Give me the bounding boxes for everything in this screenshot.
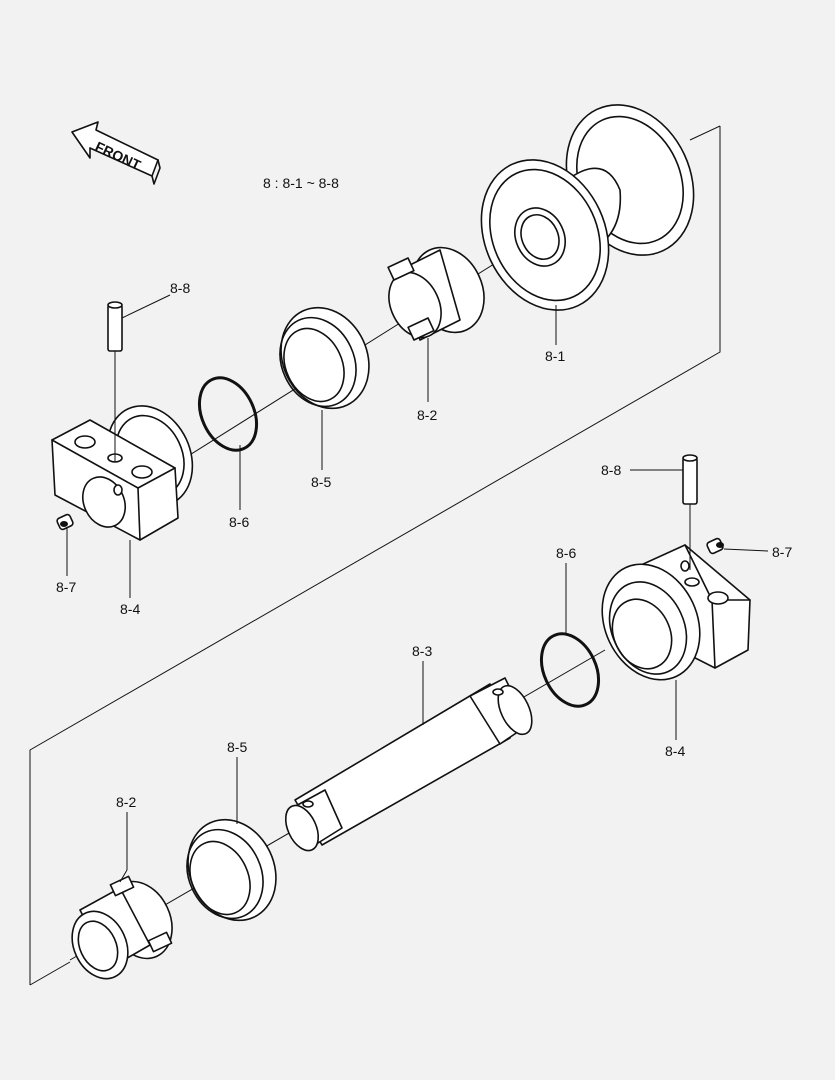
label-8-6-top: 8-6 [229, 514, 249, 530]
label-8-2-bottom: 8-2 [116, 794, 136, 810]
label-8-4-left: 8-4 [120, 601, 140, 617]
collar-part [601, 544, 751, 681]
pin-part [107, 301, 123, 462]
parts-range-legend: 8 : 8-1 ~ 8-8 [263, 175, 339, 191]
o-ring-part [539, 632, 601, 708]
label-8-8-top: 8-8 [170, 280, 190, 296]
front-arrow-icon: FRONT [71, 121, 161, 185]
collar-part [51, 405, 194, 541]
label-8-8-right: 8-8 [601, 462, 621, 478]
label-8-1: 8-1 [545, 348, 565, 364]
label-8-7-right: 8-7 [772, 544, 792, 560]
part-labels: 8-8 8-1 8-2 8-5 8-6 8-7 8-4 8-8 8-6 8-7 … [56, 280, 792, 810]
o-ring-part [197, 376, 259, 452]
label-8-6-right: 8-6 [556, 545, 576, 561]
leader-lines [66, 294, 769, 883]
bushing-part [387, 246, 485, 341]
shaft-part [284, 677, 533, 852]
plug-part [706, 537, 724, 555]
track-roller-part [480, 104, 695, 311]
label-8-5-bottom: 8-5 [227, 739, 247, 755]
bushing-part [71, 875, 173, 980]
floating-seal-part [279, 306, 370, 410]
floating-seal-part [186, 818, 277, 922]
plug-part [56, 513, 74, 531]
pin-part [682, 454, 698, 570]
label-8-7-left: 8-7 [56, 579, 76, 595]
label-8-2-top: 8-2 [417, 407, 437, 423]
label-8-3: 8-3 [412, 643, 432, 659]
label-8-5-top: 8-5 [311, 474, 331, 490]
assembly-boundary [29, 125, 721, 986]
label-8-4-right: 8-4 [665, 743, 685, 759]
